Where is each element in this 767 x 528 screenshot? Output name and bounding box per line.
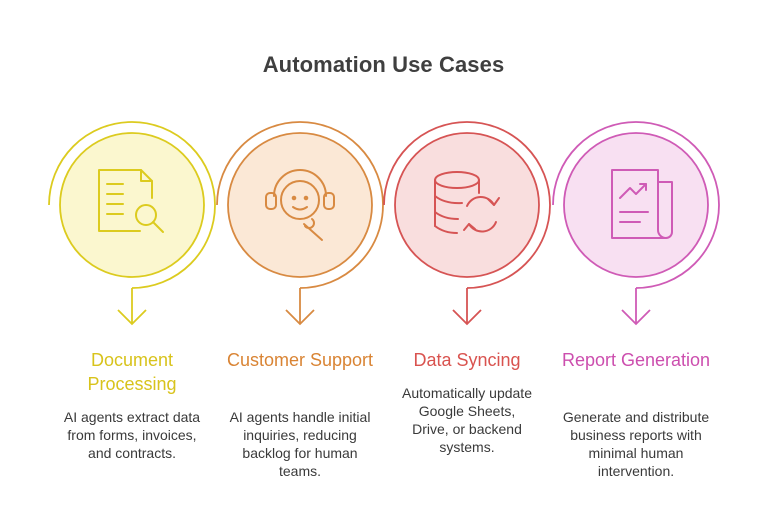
label-document-processing: Document Processing	[87, 350, 177, 394]
document-search-icon	[98, 169, 164, 233]
doc-arrow-head	[117, 309, 147, 326]
label-customer-support: Customer Support	[226, 350, 374, 370]
support-outer-ring	[216, 121, 384, 289]
desc-document-processing: AI agents extract data from forms, invoi…	[63, 409, 201, 461]
desc-data-syncing: Automatically update Google Sheets, Driv…	[402, 385, 532, 455]
report-circle	[563, 132, 709, 278]
desc-report-generation: Generate and distribute business reports…	[562, 409, 710, 479]
doc-outer-ring	[48, 121, 216, 289]
desc-customer-support: AI agents handle initial inquiries, redu…	[229, 409, 371, 479]
doc-circle	[59, 132, 205, 278]
label-report-generation: Report Generation	[561, 350, 711, 370]
headset-support-icon	[265, 169, 335, 241]
step-customer-support	[216, 121, 384, 326]
support-arrow-head	[285, 309, 315, 326]
report-outer-ring	[552, 121, 720, 289]
step-report-generation	[552, 121, 720, 326]
label-data-syncing: Data Syncing	[413, 350, 521, 370]
step-document-processing	[48, 121, 216, 326]
sync-arrow-head	[452, 309, 482, 326]
database-sync-icon	[434, 171, 500, 234]
report-arrow-head	[621, 309, 651, 326]
report-chart-icon	[611, 169, 673, 239]
support-circle	[227, 132, 373, 278]
page-title: Automation Use Cases	[262, 52, 505, 77]
sync-outer-ring	[383, 121, 551, 289]
step-data-syncing	[383, 121, 551, 326]
